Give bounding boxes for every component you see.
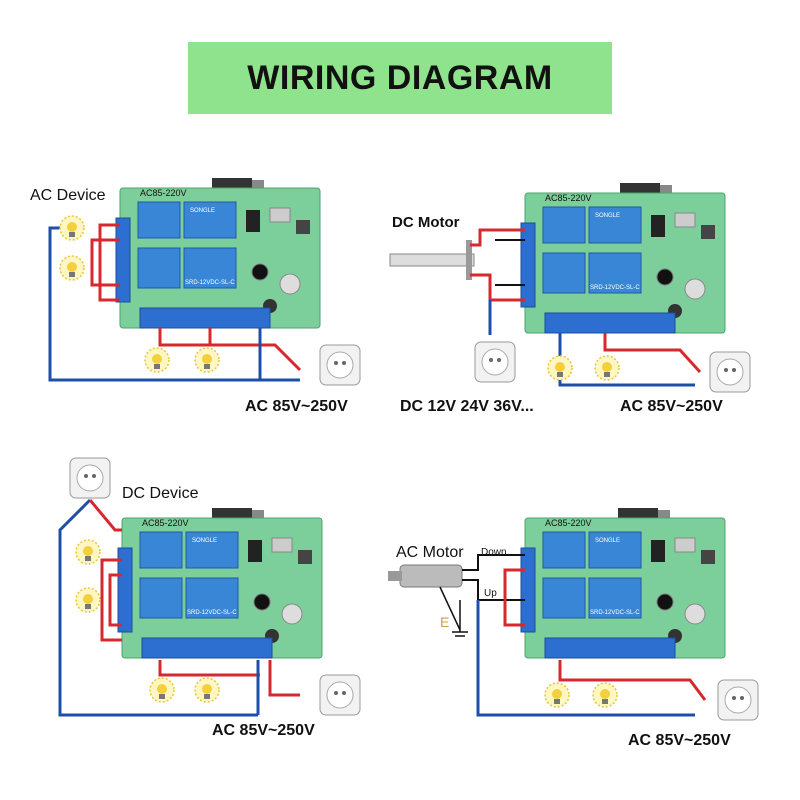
board-voltage-label: AC85-220V (142, 518, 189, 528)
power-outlet-icon (319, 344, 361, 386)
down-label: Down (481, 547, 507, 558)
relay-model: SRD-12VDC-SL-C (185, 280, 235, 286)
dc-motor-label: DC Motor (392, 214, 460, 231)
panel-dc-device (58, 457, 361, 717)
power-outlet-icon (69, 457, 111, 499)
bulb-icon (592, 682, 618, 708)
relay-model: SRD-12VDC-SL-C (590, 285, 640, 291)
power-outlet-icon (717, 679, 759, 721)
bulb-icon (59, 215, 85, 241)
board-voltage-label: AC85-220V (545, 193, 592, 203)
relay-brand: SONGLE (595, 213, 620, 219)
relay-board (115, 187, 321, 329)
panel-dc-motor (389, 183, 751, 393)
power-outlet-icon (319, 674, 361, 716)
ac-motor-icon (399, 564, 463, 588)
bulb-icon (75, 587, 101, 613)
bulb-icon (144, 347, 170, 373)
relay-brand: SONGLE (190, 208, 215, 214)
relay-brand: SONGLE (595, 538, 620, 544)
ac-motor-label: AC Motor (396, 544, 464, 561)
dc-device-label: DC Device (122, 485, 199, 502)
supply-voltage-label: AC 85V~250V (245, 398, 348, 415)
panel-ac-motor (388, 508, 759, 721)
panel-ac-device (48, 178, 361, 386)
ac-device-label: AC Device (30, 187, 106, 204)
relay-model: SRD-12VDC-SL-C (590, 610, 640, 616)
relay-brand: SONGLE (192, 538, 217, 544)
bulb-icon (594, 355, 620, 381)
bulb-icon (544, 682, 570, 708)
power-outlet-icon (474, 341, 516, 383)
relay-board (520, 192, 726, 334)
relay-board (520, 517, 726, 659)
bulb-icon (149, 677, 175, 703)
board-voltage-label: AC85-220V (140, 188, 187, 198)
supply-voltage-label: AC 85V~250V (628, 732, 731, 749)
bulb-icon (194, 347, 220, 373)
bulb-icon (59, 255, 85, 281)
dc-motor-icon (389, 253, 475, 267)
ground-label: E (440, 614, 450, 630)
relay-model: SRD-12VDC-SL-C (187, 610, 237, 616)
title-banner: WIRING DIAGRAM (188, 42, 612, 114)
supply-voltage-label: AC 85V~250V (620, 398, 723, 415)
supply-voltage-label: AC 85V~250V (212, 722, 315, 739)
bulb-icon (194, 677, 220, 703)
board-voltage-label: AC85-220V (545, 518, 592, 528)
power-outlet-icon (709, 351, 751, 393)
bulb-icon (547, 355, 573, 381)
bulb-icon (75, 539, 101, 565)
page-title: WIRING DIAGRAM (247, 58, 553, 97)
relay-board (117, 517, 323, 659)
up-label: Up (484, 588, 497, 599)
dc-voltage-label: DC 12V 24V 36V... (400, 398, 534, 415)
